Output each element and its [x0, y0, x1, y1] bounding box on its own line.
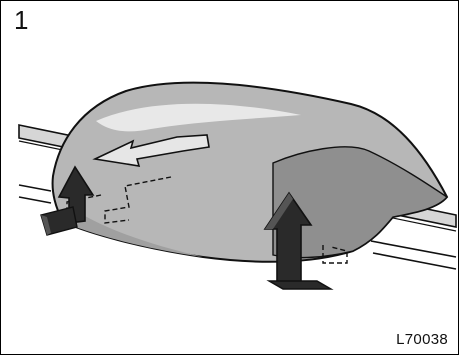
figure-code: L70038: [396, 331, 448, 348]
cover-body: [53, 83, 447, 262]
clip-foot-icon: [41, 207, 77, 235]
clip-foot-icon: [269, 281, 331, 289]
